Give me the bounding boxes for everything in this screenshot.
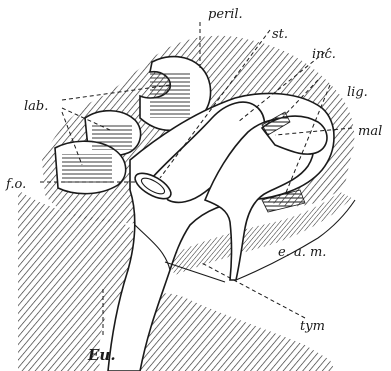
label-fo: f.o.: [5, 177, 26, 192]
label-lab: lab.: [24, 99, 48, 114]
labyrinth-lines-3: [62, 154, 112, 184]
label-lig: lig.: [347, 85, 368, 100]
label-inc: inc.: [312, 47, 336, 62]
leader-tym: [200, 262, 305, 318]
label-eam: e. a. m.: [278, 245, 326, 260]
label-mal: mal: [358, 124, 382, 139]
label-st: st.: [272, 27, 288, 42]
label-tym: tym: [300, 319, 325, 334]
label-peril: peril.: [208, 7, 243, 22]
label-eu: Eu.: [87, 346, 116, 364]
labyrinth-lines-2: [92, 124, 132, 150]
labyrinth-lines-1: [150, 72, 190, 118]
